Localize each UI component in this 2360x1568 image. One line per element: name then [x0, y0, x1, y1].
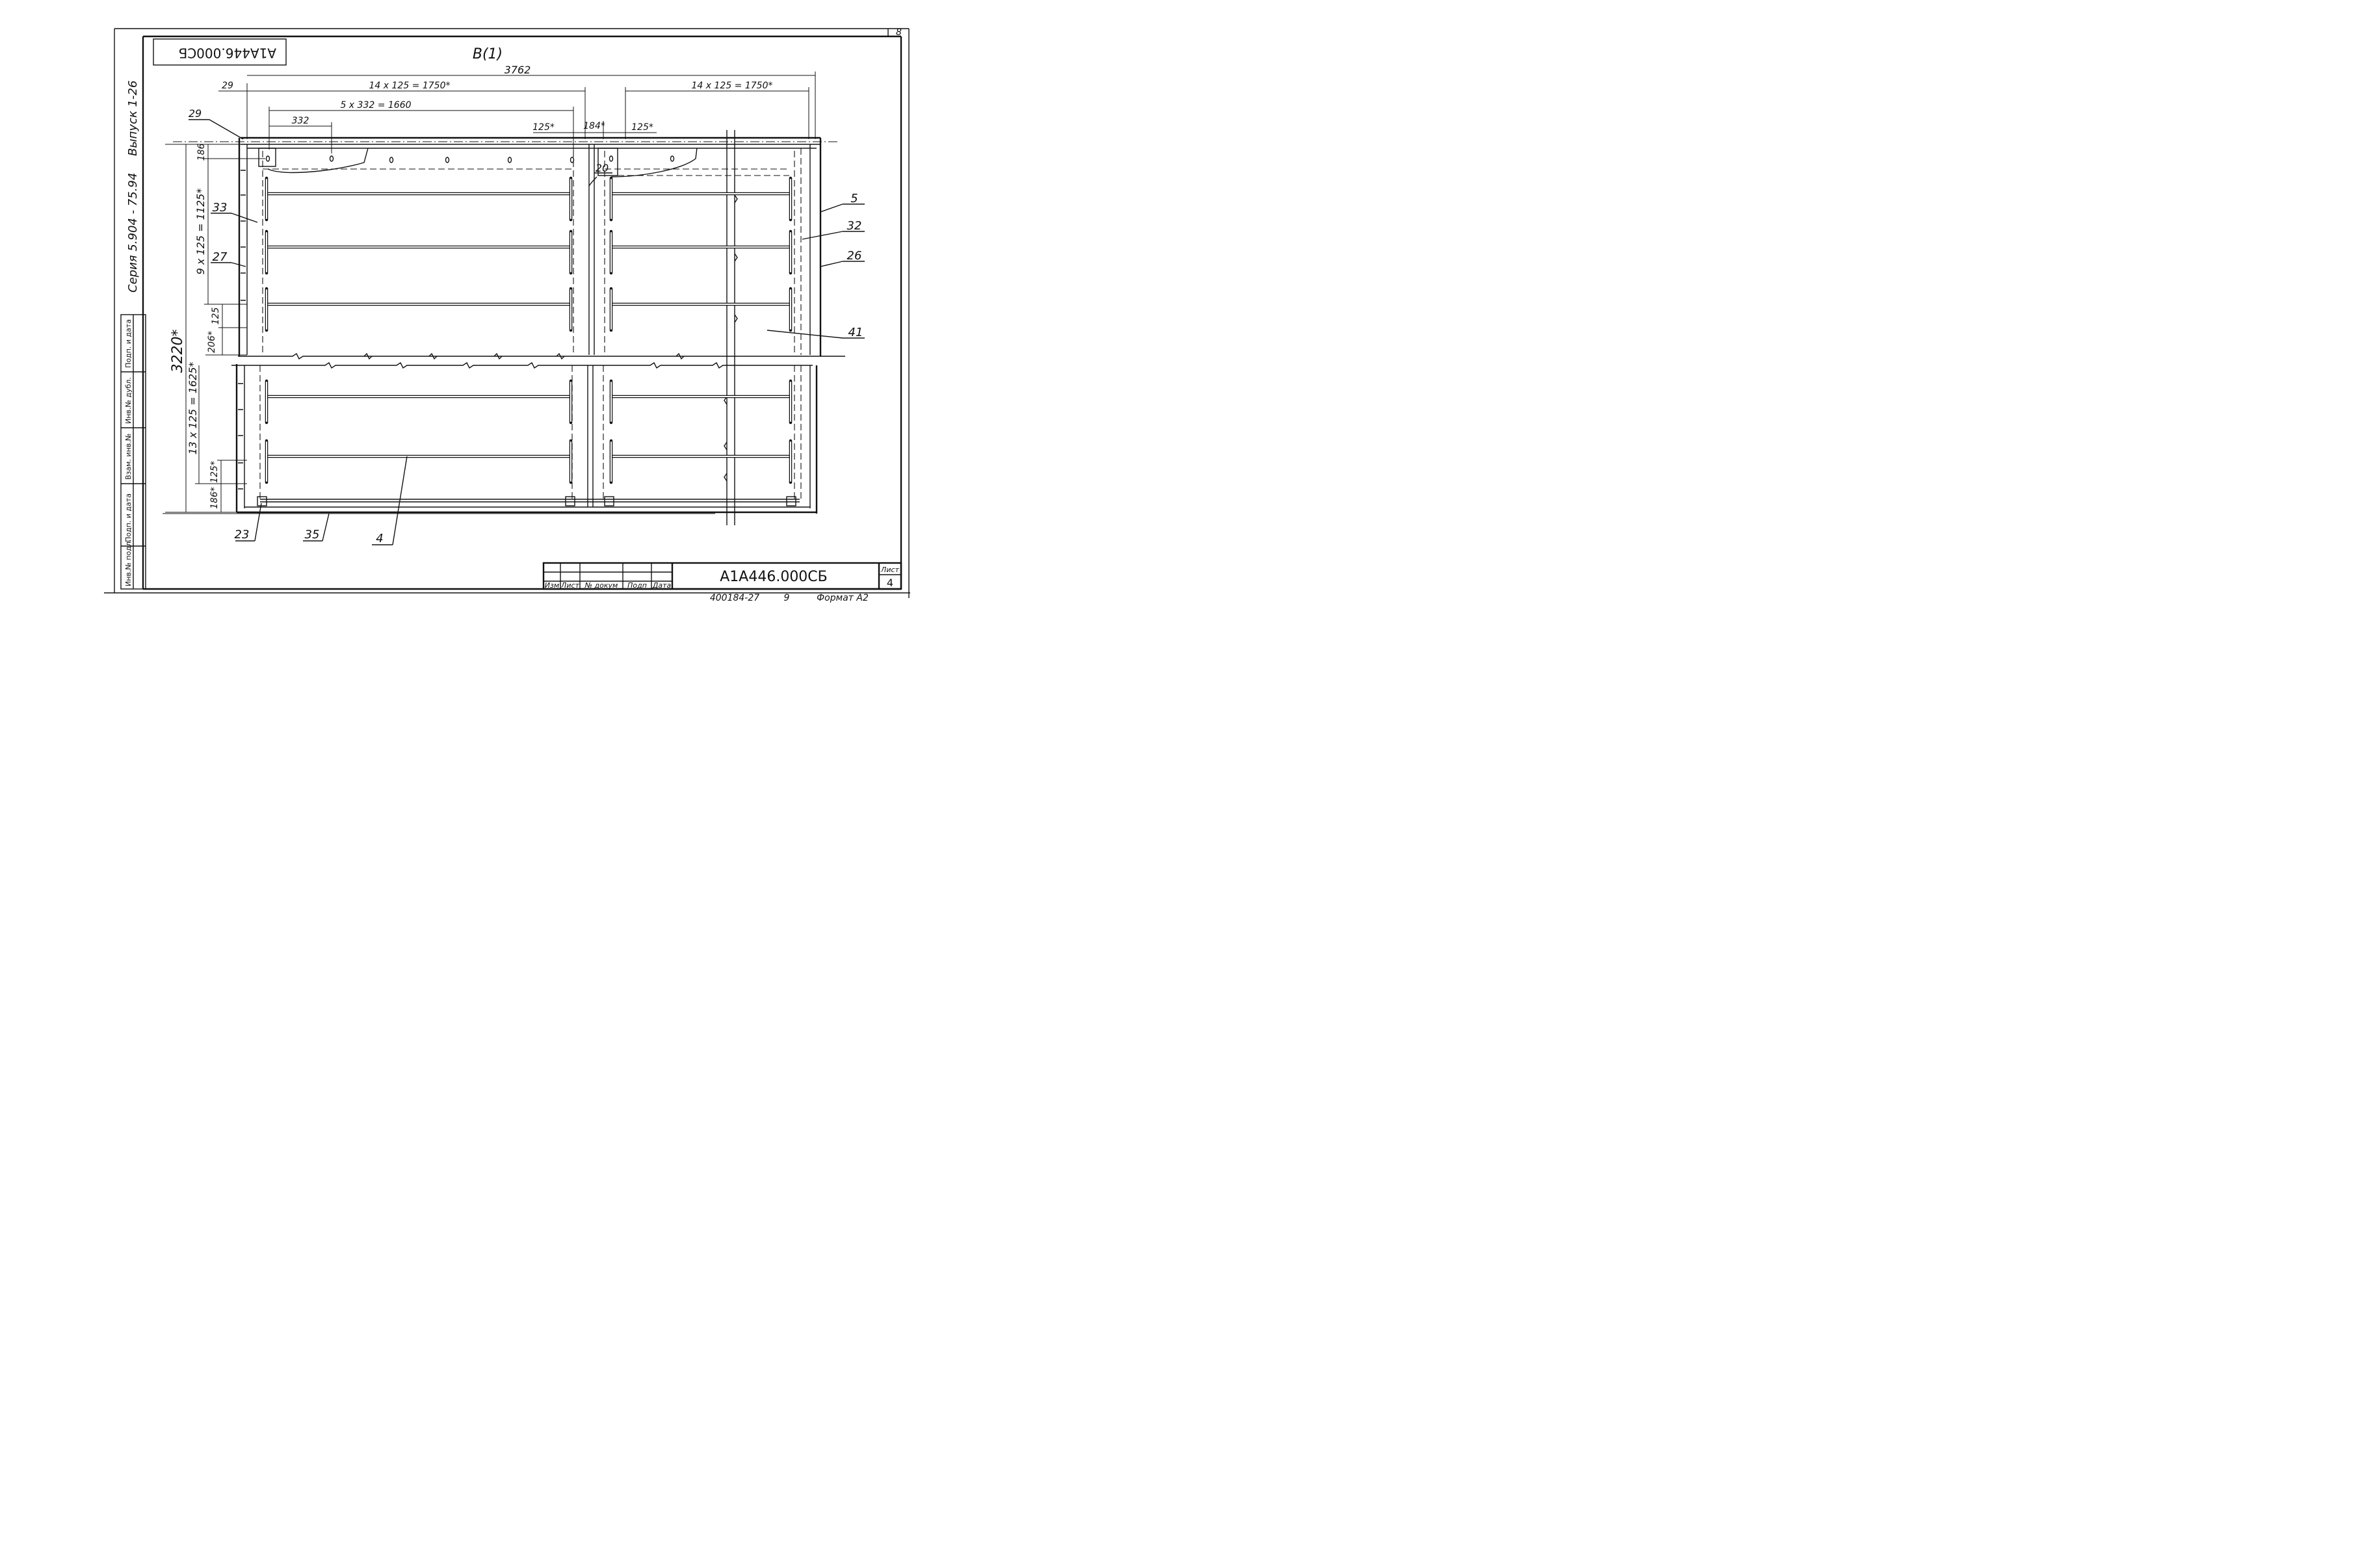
callout-27: 27	[213, 250, 228, 264]
dim-pitch-lower: 125*	[209, 461, 220, 483]
side-stamp-cell-4: Подп. и дата	[124, 493, 133, 542]
assembly-drawing: 8 А1А446.000СБ В(1) Серия 5.904 - 75.94 …	[104, 27, 910, 603]
callout-29: 29	[189, 107, 202, 120]
callout-26: 26	[847, 249, 862, 263]
callout-5: 5	[850, 192, 858, 205]
side-stamp-cell-3: Взам. инв.№	[124, 434, 133, 480]
callout-4: 4	[376, 532, 383, 545]
tb-col-izm: Изм	[545, 581, 559, 590]
dim-bolt-pitch: 332	[292, 116, 309, 126]
dim-overall-height: 3220*	[170, 330, 186, 373]
dim-gap-left: 125*	[532, 122, 555, 133]
mirrored-stamp-text: А1А446.000СБ	[179, 46, 276, 61]
tb-col-date: Дата	[652, 581, 672, 590]
issue-text: Выпуск 1-26	[126, 81, 140, 156]
tb-doc-number: А1А446.000СБ	[720, 569, 828, 585]
mirrored-stamp: А1А446.000СБ	[153, 38, 287, 66]
dim-right-span: 14 х 125 = 1750*	[692, 81, 773, 91]
rebar-group	[265, 176, 793, 484]
view-label: В(1)	[473, 46, 503, 62]
series-text: Серия 5.904 - 75.94	[126, 173, 140, 293]
callout-20: 20	[596, 162, 609, 174]
side-stamp: Подп. и дата Инв.№ дубл. Взам. инв.№ Под…	[120, 314, 146, 590]
dim-break-offset: 206*	[207, 331, 217, 353]
dim-bottom-offset: 186*	[209, 487, 220, 509]
dim-gap-mid: 184*	[583, 121, 605, 131]
dim-pitch-upper: 125	[211, 307, 221, 325]
side-stamp-cell-5: Инв.№ подл.	[124, 540, 133, 586]
tb-footer-format: Формат А2	[817, 593, 869, 603]
side-stamp-cell-2: Инв.№ дубл.	[124, 377, 133, 424]
tb-footer-code: 400184-27	[710, 593, 759, 603]
sheet-frame	[104, 28, 910, 598]
tb-col-list: Лист	[560, 581, 579, 590]
callout-leaders	[189, 119, 865, 545]
dim-upper-span: 9 х 125 = 1125*	[194, 189, 207, 275]
dim-29: 29	[222, 81, 233, 91]
tb-col-podp: Подп	[627, 581, 647, 590]
callout-35: 35	[305, 528, 320, 542]
panel-structure	[163, 130, 845, 525]
tb-footer-num: 9	[784, 593, 790, 603]
side-stamp-cell-1: Подп. и дата	[124, 319, 133, 368]
tb-col-doc: № докум	[584, 581, 618, 590]
sheet-corner-number: 8	[896, 27, 902, 38]
callout-32: 32	[847, 219, 862, 233]
dim-overall-width: 3762	[505, 64, 531, 76]
title-block	[542, 562, 902, 590]
tb-sheet-label: Лист	[880, 566, 899, 574]
callout-23: 23	[235, 528, 250, 542]
tb-sheet-number: 4	[887, 577, 893, 589]
dim-left-span: 14 х 125 = 1750*	[369, 81, 451, 91]
dim-bolt-span: 5 х 332 = 1660	[340, 100, 411, 111]
dim-top-offset: 186	[196, 144, 207, 161]
dim-lower-span: 13 х 125 = 1625*	[187, 362, 199, 455]
callout-41: 41	[848, 326, 863, 339]
dimension-lines	[165, 72, 816, 513]
callout-33: 33	[213, 201, 228, 215]
dim-gap-right: 125*	[631, 122, 653, 133]
